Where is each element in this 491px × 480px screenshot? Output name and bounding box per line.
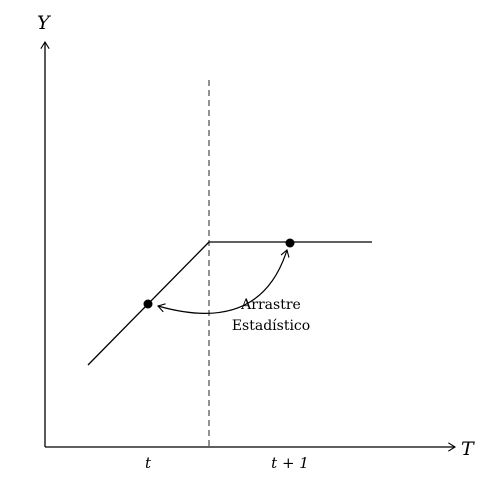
annotation-line-1: Arrastre xyxy=(240,297,301,313)
tick-label-t-plus-1: t + 1 xyxy=(271,454,309,472)
x-axis-label: T xyxy=(461,438,475,460)
y-axis-label: Y xyxy=(37,12,52,34)
point-t xyxy=(143,299,153,309)
drag-arrow xyxy=(157,249,290,314)
tick-label-t: t xyxy=(145,454,152,472)
point-t-plus-1 xyxy=(285,238,295,248)
annotation-line-2: Estadístico xyxy=(232,318,310,334)
